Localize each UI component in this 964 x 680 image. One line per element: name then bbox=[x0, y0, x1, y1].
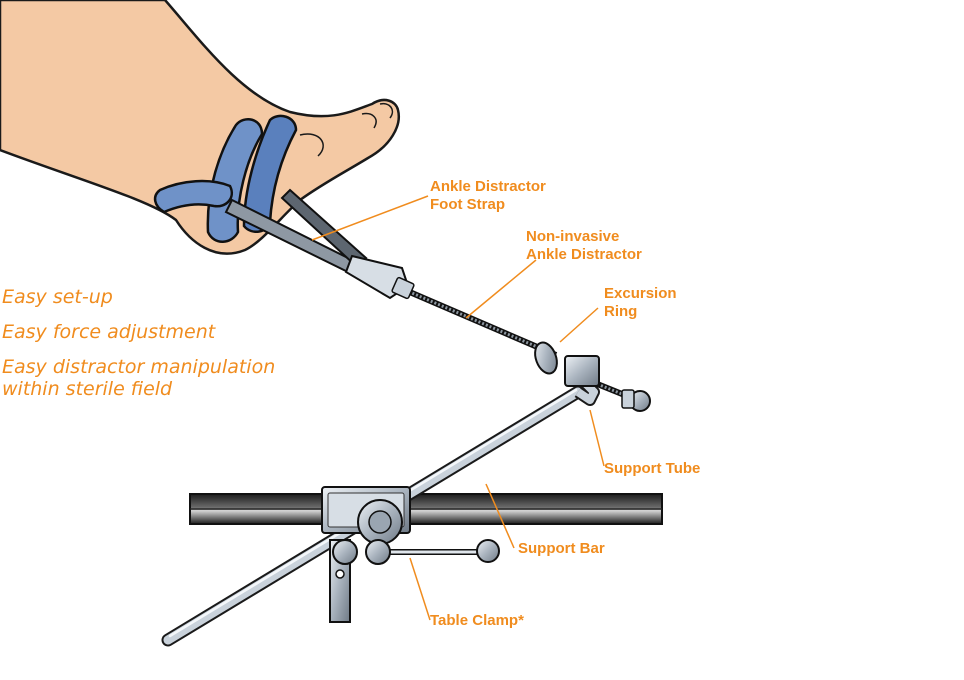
leader-lines bbox=[311, 195, 605, 621]
label-non-invasive-ankle-distractor: Non-invasive Ankle Distractor bbox=[526, 228, 642, 264]
label-excursion-ring: Excursion Ring bbox=[604, 285, 677, 321]
feature-easy-manipulation: Easy distractor manipulation within ster… bbox=[2, 356, 275, 400]
label-excursion-ring-line1: Excursion bbox=[604, 285, 677, 302]
feature-easy-force-adjustment: Easy force adjustment bbox=[2, 321, 216, 343]
table-clamp bbox=[321, 486, 500, 623]
label-ankle-distractor-foot-strap: Ankle Distractor Foot Strap bbox=[430, 178, 546, 214]
label-distractor-line1: Non-invasive bbox=[526, 228, 620, 245]
feature-easy-manipulation-line2: within sterile field bbox=[2, 378, 173, 400]
label-support-bar: Support Bar bbox=[518, 540, 605, 557]
label-support-tube: Support Tube bbox=[604, 460, 701, 477]
table-rail bbox=[189, 493, 663, 525]
feature-easy-manipulation-line1: Easy distractor manipulation bbox=[2, 356, 276, 378]
label-foot-strap-line1: Ankle Distractor bbox=[430, 178, 546, 195]
excursion-ring bbox=[534, 341, 651, 412]
foot-strap bbox=[153, 114, 415, 300]
label-foot-strap-line2: Foot Strap bbox=[430, 196, 505, 213]
label-distractor-line2: Ankle Distractor bbox=[526, 246, 642, 263]
foot-illustration bbox=[0, 0, 400, 255]
label-excursion-ring-line2: Ring bbox=[604, 303, 638, 320]
feature-easy-setup: Easy set-up bbox=[2, 286, 113, 308]
label-table-clamp: Table Clamp* bbox=[430, 612, 524, 629]
